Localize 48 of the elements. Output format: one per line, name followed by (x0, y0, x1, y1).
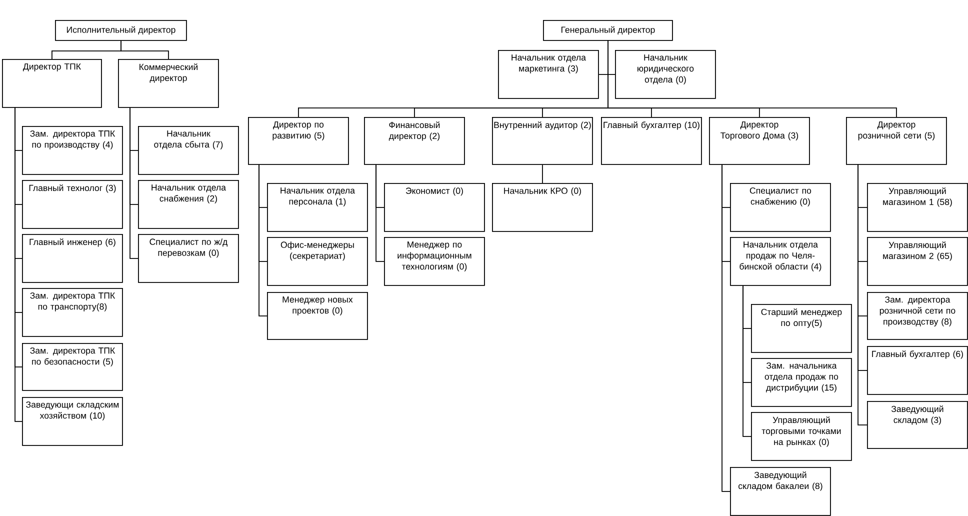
org-box: Главный технолог (3) (22, 180, 123, 229)
org-box: Директор розничной сети (5) (846, 117, 947, 165)
connector-line (742, 285, 752, 437)
connector-line (722, 164, 730, 492)
org-box: Главный инженер (6) (22, 234, 123, 283)
org-box: Главный бухгалтер (6) (867, 346, 968, 395)
org-box: Менеджер по информационным технологиям (0) (384, 237, 485, 286)
org-box: Зам. директора ТПК по безопасности (5) (22, 343, 123, 391)
org-box: Директор по развитию (5) (248, 117, 349, 165)
org-box: Офис-менеджеры (секретариат) (267, 237, 368, 286)
connector-line (130, 107, 138, 259)
org-box: Начальник отдела продаж по Челя-бинской области (4) (730, 237, 831, 286)
org-box: Начальник КРО (0) (492, 183, 593, 232)
org-box: Главный бухгалтер (10) (601, 117, 702, 165)
org-box: Директор Торгового Дома (3) (709, 117, 810, 165)
org-box: Управляющий магазином 2 (65) (867, 237, 968, 286)
org-box: Директор ТПК (2, 59, 102, 108)
org-box: Зам. директора ТПК по транспорту(8) (22, 288, 123, 337)
org-box: Зам. директора розничной сети по производству (8) (867, 292, 968, 340)
org-box: Генеральный директор (543, 20, 673, 41)
org-box: Экономист (0) (384, 183, 485, 232)
org-box: Начальник отдела сбыта (7) (138, 126, 239, 175)
org-box: Начальник отдела снабжения (2) (138, 180, 239, 229)
connector-line (376, 164, 384, 262)
org-box: Заведующи складским хозяйством (10) (22, 397, 123, 446)
connector-line (14, 107, 22, 422)
connector-line (858, 164, 868, 426)
org-box: Внутренний аудитор (2) (492, 117, 593, 165)
org-box: Старший менеджер по опту(5) (751, 304, 852, 353)
org-box: Начальник отдела маркетинга (3) (498, 50, 599, 99)
org-box: Управляющий торговыми точками на рынках (0) (751, 412, 852, 461)
org-box: Финансовый директор (2) (364, 117, 465, 165)
org-box: Заведующий складом (3) (867, 401, 968, 449)
connector-line (258, 164, 268, 316)
org-box: Заведующий складом бакалеи (8) (730, 467, 831, 516)
org-box: Зам. директора ТПК по производству (4) (22, 126, 123, 175)
org-box: Специалист по снабжению (0) (730, 183, 831, 232)
connector-line (608, 40, 897, 118)
org-box: Управляющий магазином 1 (58) (867, 183, 968, 232)
org-box: Начальник юридического отдела (0) (615, 50, 716, 99)
org-box: Специалист по ж/д перевозкам (0) (138, 234, 239, 283)
org-box: Менеджер новых проектов (0) (267, 292, 368, 340)
org-box: Коммерческий директор (118, 59, 219, 108)
org-box: Начальник отдела персонала (1) (267, 183, 368, 232)
connector-line (120, 40, 169, 60)
org-box: Исполнительный директор (55, 20, 187, 41)
org-box: Зам. начальника отдела продаж по дистрибуции (15) (751, 358, 852, 407)
connector-line (542, 164, 543, 184)
